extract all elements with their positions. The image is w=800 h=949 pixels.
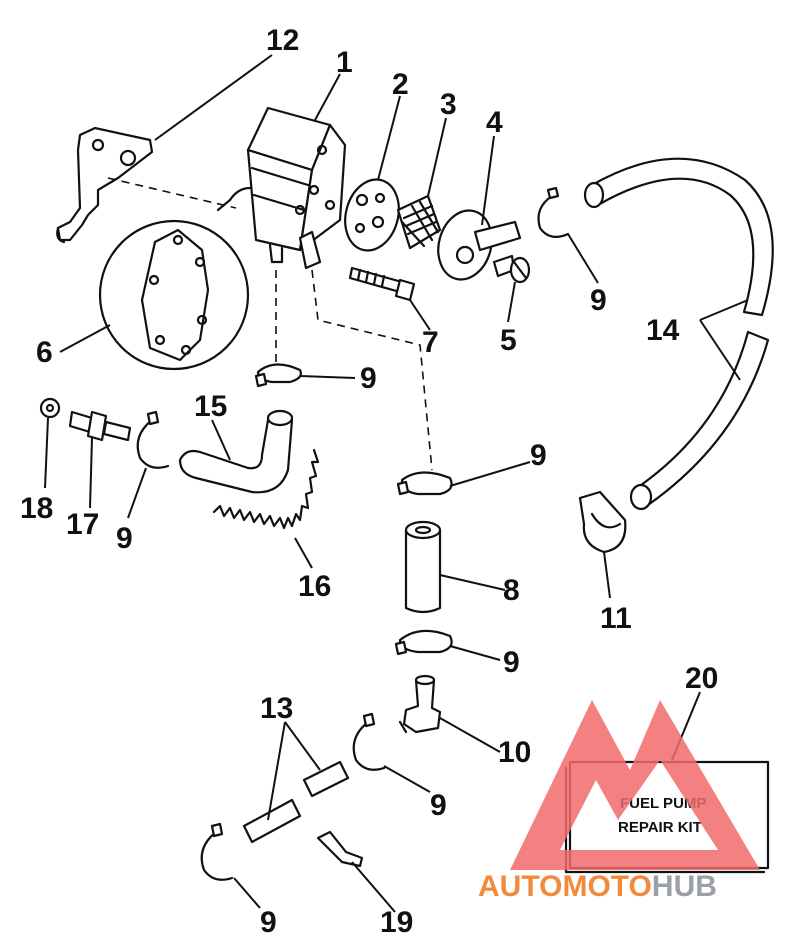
part-9-clip-center-lower bbox=[394, 629, 453, 656]
callout-labels: 12 1 2 3 4 9 14 6 7 5 9 15 9 18 17 9 16 … bbox=[20, 24, 718, 939]
callout-16: 16 bbox=[298, 570, 331, 603]
watermark-moto: MOTO bbox=[562, 870, 651, 903]
callout-9-e: 9 bbox=[503, 646, 520, 679]
callout-5: 5 bbox=[500, 324, 517, 357]
callout-7: 7 bbox=[422, 326, 439, 359]
part-13-tube-right bbox=[302, 760, 350, 798]
part-13-tube-left bbox=[242, 798, 302, 844]
part-16-spring bbox=[212, 448, 320, 530]
callout-9-g: 9 bbox=[260, 906, 277, 939]
alignment-dashed-lines bbox=[107, 177, 433, 471]
callout-2: 2 bbox=[392, 68, 409, 101]
part-14-hose-upper bbox=[583, 157, 774, 317]
callout-18: 18 bbox=[20, 492, 53, 525]
callout-6: 6 bbox=[36, 336, 53, 369]
watermark-logo bbox=[510, 700, 760, 870]
part-9-clip-left bbox=[136, 410, 170, 469]
callout-9-c: 9 bbox=[530, 439, 547, 472]
callout-14: 14 bbox=[646, 314, 680, 347]
repair-kit-line-2: REPAIR KIT bbox=[618, 819, 702, 836]
part-6-gasket-inset bbox=[98, 198, 250, 371]
callout-9-f: 9 bbox=[430, 789, 447, 822]
part-3-screen bbox=[396, 194, 442, 250]
watermark-text: AUTOMOTOHUB bbox=[478, 870, 717, 903]
callout-9-b: 9 bbox=[360, 362, 377, 395]
part-15-elbow-hose bbox=[178, 409, 294, 494]
callout-17: 17 bbox=[66, 508, 99, 541]
part-10-elbow-fitting bbox=[398, 674, 442, 734]
part-11-clamp bbox=[578, 490, 627, 554]
callout-20: 20 bbox=[685, 662, 718, 695]
part-9-clip-center-upper bbox=[396, 471, 453, 496]
callout-3: 3 bbox=[440, 88, 457, 121]
callout-4: 4 bbox=[486, 106, 503, 139]
callout-9-d: 9 bbox=[116, 522, 133, 555]
part-14-hose-lower bbox=[629, 330, 770, 511]
part-18-washer bbox=[39, 397, 61, 419]
part-1-pump-body bbox=[228, 106, 347, 270]
part-19-clip bbox=[316, 830, 364, 868]
callout-19: 19 bbox=[380, 906, 413, 939]
part-9-clip-mid bbox=[254, 363, 302, 388]
callout-10: 10 bbox=[498, 736, 531, 769]
watermark-auto: AUTO bbox=[478, 870, 562, 903]
part-4-cover bbox=[437, 209, 522, 281]
part-8-tube bbox=[404, 520, 442, 614]
watermark-hub: HUB bbox=[652, 870, 717, 903]
callout-12: 12 bbox=[266, 24, 299, 57]
part-5-screw bbox=[492, 254, 531, 284]
callout-13: 13 bbox=[260, 692, 293, 725]
callout-9-a: 9 bbox=[590, 284, 607, 317]
part-2-valve-plate bbox=[344, 178, 400, 252]
repair-kit-line-1: FUEL PUMP bbox=[620, 795, 706, 812]
part-9-clip-lower-mid bbox=[352, 712, 386, 771]
part-7-bolt bbox=[348, 266, 416, 302]
callout-11: 11 bbox=[600, 602, 632, 635]
leader-lines bbox=[44, 54, 749, 913]
callout-15: 15 bbox=[194, 390, 227, 423]
callout-1: 1 bbox=[336, 46, 353, 79]
callout-8: 8 bbox=[503, 574, 520, 607]
part-9-clip-bottom-left bbox=[200, 822, 234, 881]
part-9-clip-upper-right bbox=[537, 186, 570, 239]
watermark-triangle-icon bbox=[510, 700, 760, 870]
part-12-bracket bbox=[56, 126, 154, 244]
part-17-fitting bbox=[68, 410, 132, 442]
